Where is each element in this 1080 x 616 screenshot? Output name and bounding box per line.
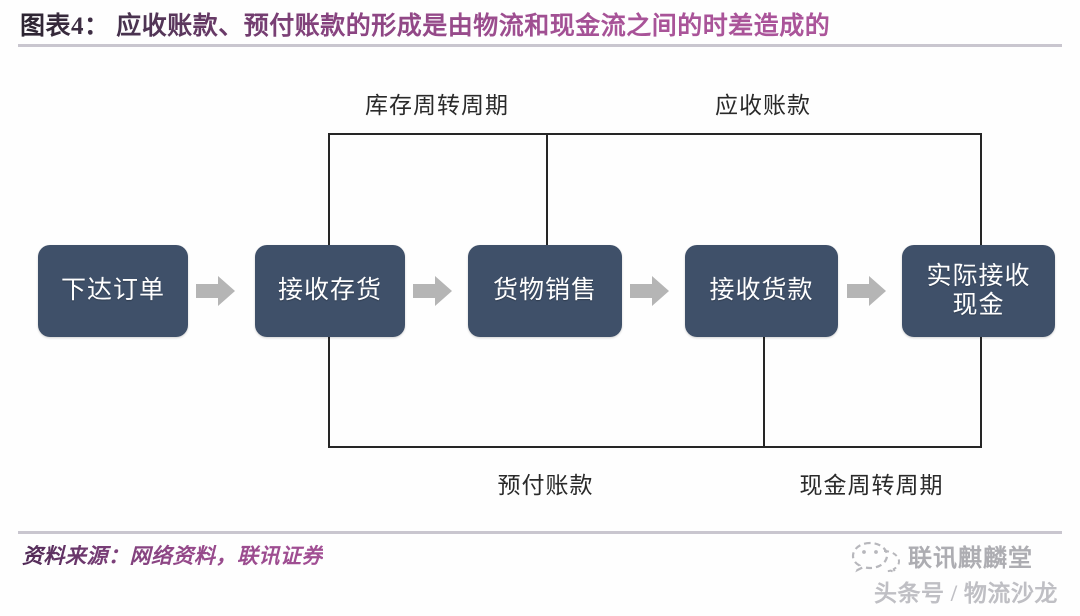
bracket-label-prepaid-accounts: 预付账款 bbox=[497, 473, 594, 498]
flow-step-label: 接收货款 bbox=[709, 277, 814, 305]
bracket-label-inventory-turnover: 库存周转周期 bbox=[365, 93, 509, 118]
bottom-bracket-right-stem bbox=[980, 337, 982, 448]
arrow-right-icon-2 bbox=[413, 274, 453, 308]
arrow-right-icon-4 bbox=[847, 274, 887, 308]
figure-header: 图表4： 应收账款、预付账款的形成是由物流和现金流之间的时差造成的 bbox=[0, 0, 1080, 46]
flow-step-place-order[interactable]: 下达订单 bbox=[38, 245, 188, 337]
bottom-bracket-horizontal bbox=[328, 446, 982, 448]
source-note: 资料来源：网络资料，联讯证券 bbox=[22, 540, 323, 570]
flow-step-label: 实际接收 现金 bbox=[926, 262, 1031, 320]
bracket-label-accounts-receivable: 应收账款 bbox=[715, 93, 811, 118]
watermark-logo-row: 联讯麒麟堂 bbox=[850, 538, 1033, 573]
flow-step-label: 下达订单 bbox=[60, 277, 165, 305]
title-divider bbox=[18, 44, 1062, 47]
flow-step-label: 接收存货 bbox=[277, 277, 382, 305]
footer-divider bbox=[18, 531, 1062, 534]
flow-step-receive-payment[interactable]: 接收货款 bbox=[685, 245, 838, 337]
top-bracket-horizontal bbox=[328, 133, 982, 135]
bottom-bracket-left-stem bbox=[328, 337, 330, 448]
flow-step-receive-inventory[interactable]: 接收存货 bbox=[255, 245, 405, 337]
arrow-right-icon-1 bbox=[196, 274, 236, 308]
bottom-bracket-middle-stem bbox=[763, 337, 765, 448]
watermark: 联讯麒麟堂 头条号 / 物流沙龙 bbox=[850, 538, 1078, 614]
top-bracket-left-stem bbox=[328, 133, 330, 246]
top-bracket-right-stem bbox=[980, 133, 982, 246]
bracket-label-cash-conversion-cycle: 现金周转周期 bbox=[799, 473, 944, 498]
flow-step-goods-sold[interactable]: 货物销售 bbox=[468, 245, 622, 337]
diagram-canvas: 库存周转周期 应收账款 预付账款 现金周转周期 下达订单 接收存货 货物销售 接… bbox=[0, 46, 1080, 522]
top-bracket-middle-stem bbox=[546, 133, 548, 246]
arrow-right-icon-3 bbox=[630, 274, 670, 308]
flow-step-actual-cash-received[interactable]: 实际接收 现金 bbox=[902, 245, 1055, 337]
watermark-brand: 联讯麒麟堂 bbox=[908, 546, 1033, 572]
wechat-icon bbox=[850, 539, 902, 573]
page-title: 图表4： 应收账款、预付账款的形成是由物流和现金流之间的时差造成的 bbox=[20, 6, 830, 42]
flow-step-label: 货物销售 bbox=[492, 277, 597, 305]
watermark-channel: 头条号 / 物流沙龙 bbox=[874, 581, 1058, 606]
